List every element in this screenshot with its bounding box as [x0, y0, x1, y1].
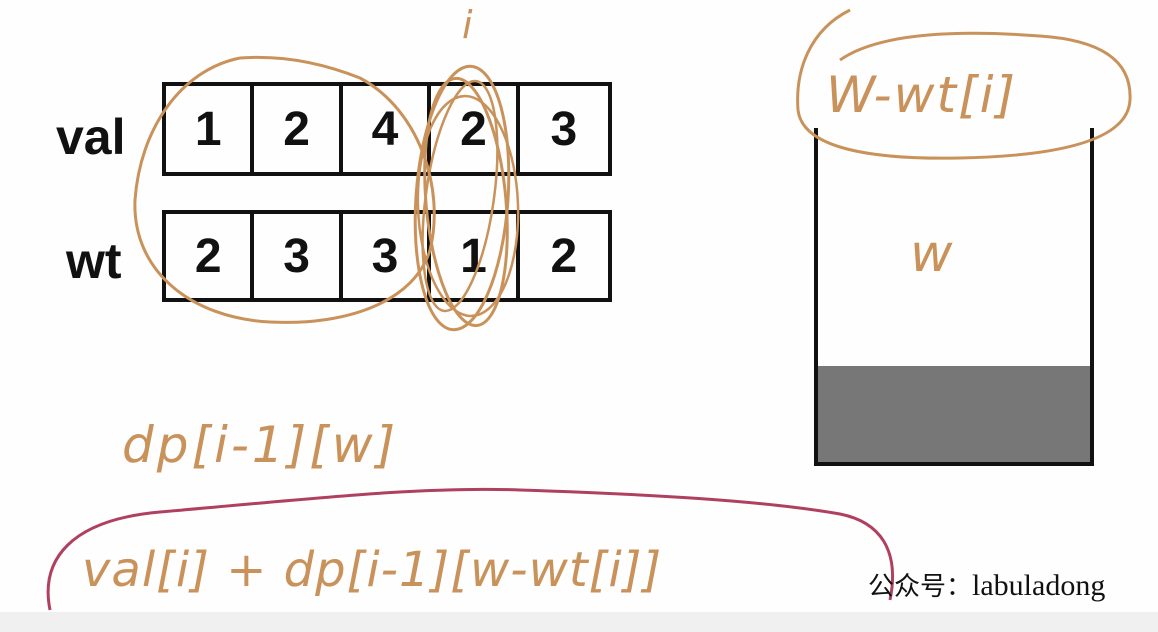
val-cell-3: 2 [431, 86, 520, 172]
val-cell-4: 3 [550, 102, 578, 156]
knapsack-top-label: W-wt[i] [826, 66, 1018, 124]
wt-array: 2 3 3 1 2 [162, 210, 612, 302]
row-label-val: val [56, 109, 126, 165]
watermark-name: labuladong [972, 569, 1106, 602]
val-cell-1: 2 [254, 86, 343, 172]
take-option-formula: val[i] + dp[i-1][w-wt[i]] [82, 542, 663, 598]
wt-cell-3: 1 [431, 214, 520, 298]
skip-option-formula: dp[i-1][w] [122, 416, 399, 474]
knapsack-inside-label: w [910, 224, 953, 284]
wt-cell-2: 3 [343, 214, 432, 298]
wt-cell-4: 2 [550, 229, 578, 283]
wt-cell-0: 2 [166, 214, 255, 298]
knapsack-fill [816, 366, 1090, 464]
knapsack-outline [814, 128, 1094, 466]
watermark: 公众号：labuladong [868, 566, 1105, 603]
row-label-wt: wt [66, 233, 122, 289]
bottom-strip [0, 612, 1158, 632]
val-cell-0: 1 [166, 86, 255, 172]
wt-cell-1: 3 [254, 214, 343, 298]
val-array: 1 2 4 2 3 [162, 82, 612, 176]
val-cell-2: 4 [343, 86, 432, 172]
item-i-marker: i [462, 3, 473, 47]
watermark-prefix: 公众号： [868, 572, 973, 602]
